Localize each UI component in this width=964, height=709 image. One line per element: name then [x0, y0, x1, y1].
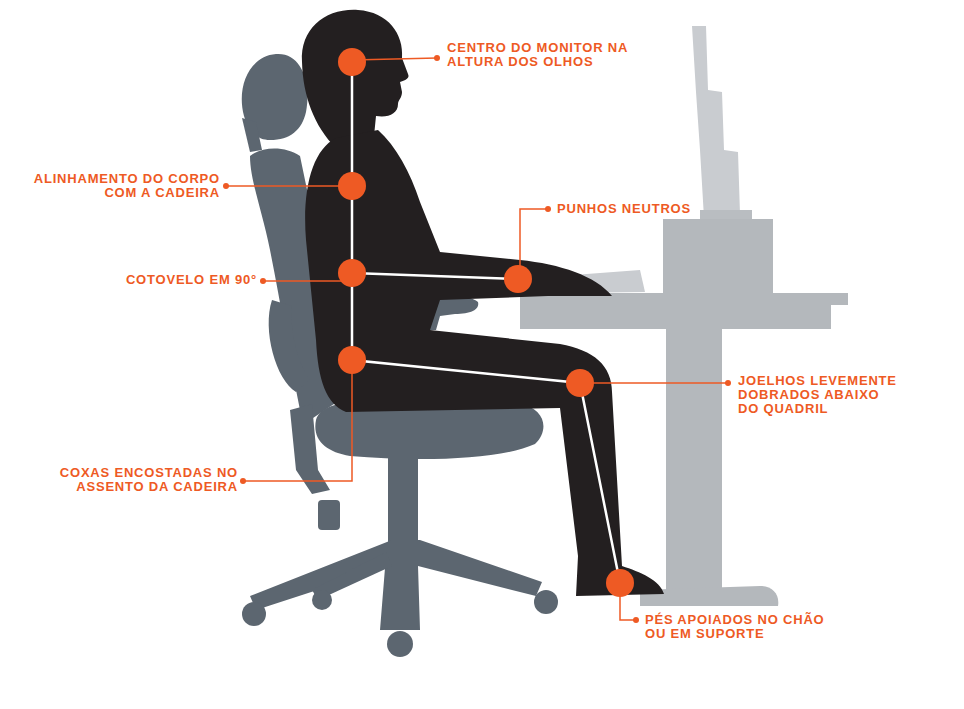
chair-base	[250, 540, 542, 630]
callout-label: JOELHOS LEVEMENTE DOBRADOS ABAIXO DO QUA…	[738, 374, 903, 416]
desk-cabinet	[663, 219, 773, 295]
leader-line	[580, 382, 728, 384]
leader-dot	[545, 206, 551, 212]
leader-dot	[223, 183, 229, 189]
chair-wheel	[534, 590, 558, 614]
person-body	[305, 130, 664, 596]
leader-dot	[725, 380, 731, 386]
posture-marker	[338, 172, 366, 200]
posture-line	[352, 62, 620, 583]
posture-marker	[338, 259, 366, 287]
leader-line	[263, 280, 352, 282]
leader-dot	[240, 478, 246, 484]
leader-dot	[633, 617, 639, 623]
desk-drawer	[520, 305, 831, 329]
chair-back-frame	[269, 300, 310, 392]
chair-wheel	[242, 602, 266, 626]
posture-marker	[606, 569, 634, 597]
posture-marker	[504, 265, 532, 293]
monitor	[692, 26, 740, 218]
chair-wheel	[387, 631, 413, 657]
callout-label: ALINHAMENTO DO CORPO COM A CADEIRA	[15, 172, 220, 200]
chair-cylinder	[388, 458, 418, 548]
posture-marker	[566, 369, 594, 397]
leader-line	[243, 360, 352, 481]
posture-marker	[338, 48, 366, 76]
monitor-stand	[700, 210, 752, 220]
leader-line	[226, 185, 352, 187]
callout-label: PUNHOS NEUTROS	[557, 202, 857, 216]
desk-leg	[666, 329, 722, 591]
callout-label: COTOVELO EM 90°	[5, 273, 257, 287]
chair-lever	[318, 500, 340, 530]
chair-wheel	[312, 590, 332, 610]
callout-label: COXAS ENCOSTADAS NO ASSENTO DA CADEIRA	[33, 466, 238, 494]
chair-headrest-post	[242, 118, 262, 152]
posture-line	[352, 273, 518, 279]
leader-dot	[434, 55, 440, 61]
person-head	[302, 10, 409, 148]
callout-label: CENTRO DO MONITOR NA ALTURA DOS OLHOS	[447, 41, 657, 69]
leader-dot	[260, 278, 266, 284]
callout-label: PÉS APOIADOS NO CHÃO OU EM SUPORTE	[645, 613, 845, 641]
posture-marker	[338, 346, 366, 374]
